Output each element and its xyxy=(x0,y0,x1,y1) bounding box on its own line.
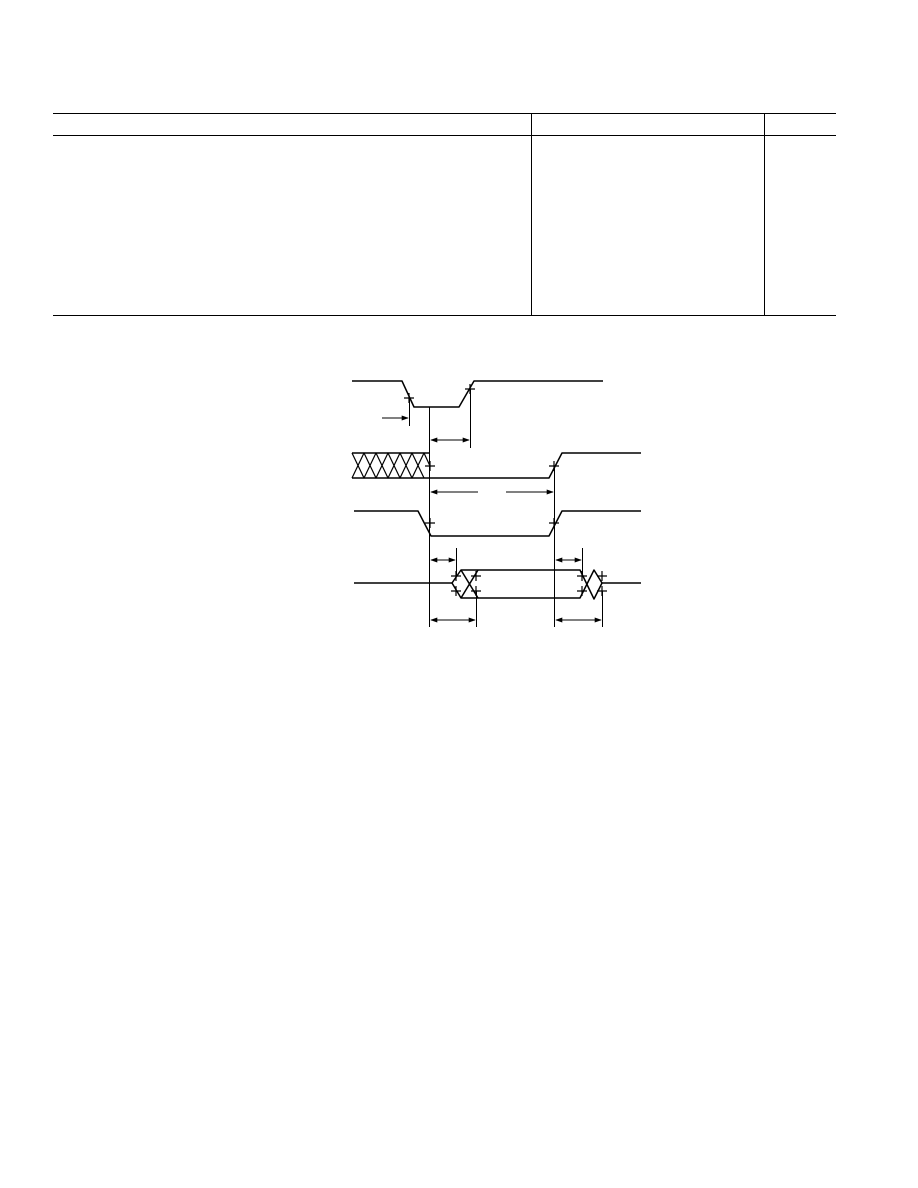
timing-reference-lines xyxy=(409,389,603,627)
signal-2-invalid-region xyxy=(351,452,431,479)
spec-table xyxy=(53,113,836,316)
timing-diagram xyxy=(351,380,641,627)
timing-tick-marks xyxy=(404,384,607,596)
signal-4-waveform xyxy=(354,569,641,600)
signal-2-waveform xyxy=(351,452,641,479)
signal-1-waveform xyxy=(352,380,603,408)
signal-3-waveform xyxy=(354,510,641,537)
